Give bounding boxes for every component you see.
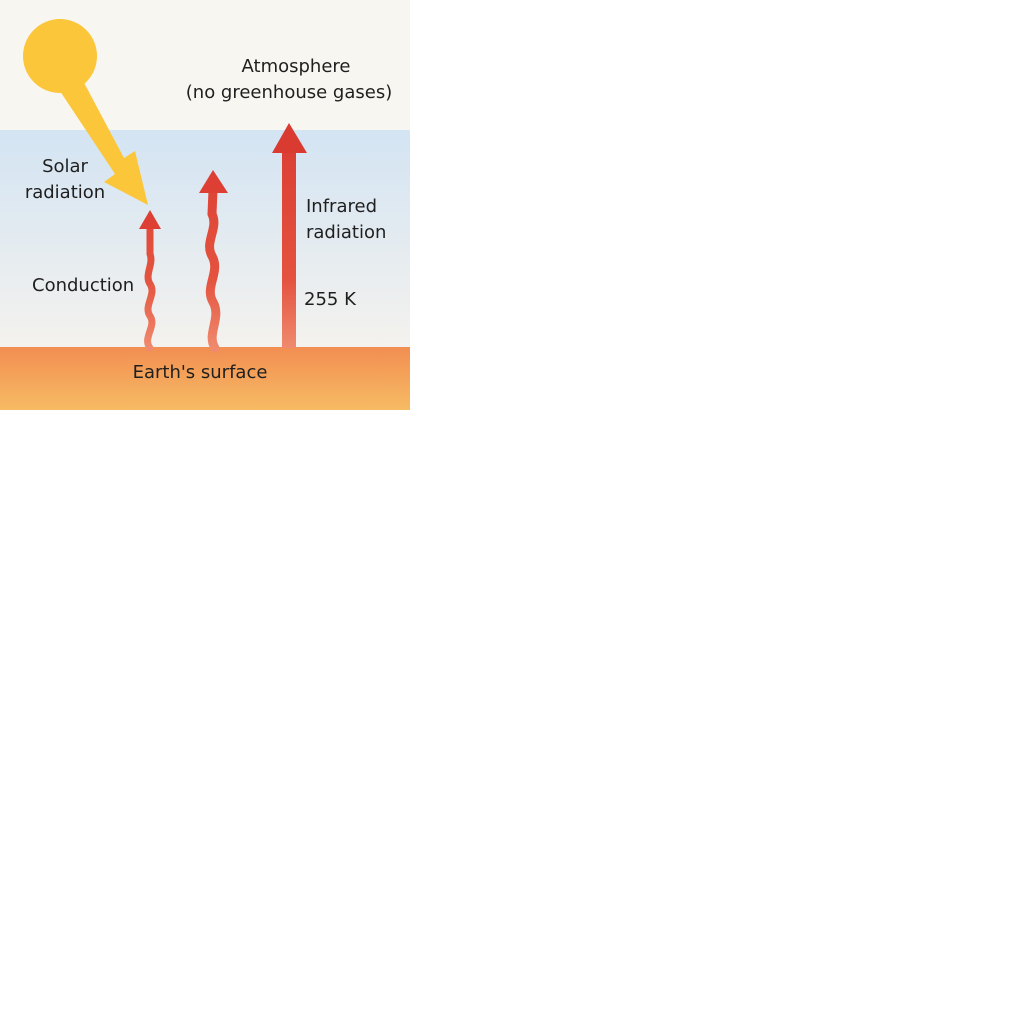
- convection-arrowhead: [199, 170, 228, 193]
- sun-icon: [23, 19, 97, 93]
- atmosphere-label-line2: (no greenhouse gases): [186, 82, 392, 103]
- infrared-radiation-label-line1: Infrared: [306, 196, 377, 217]
- conduction-arrowhead-left: [139, 210, 161, 229]
- solar-radiation-label-line2: radiation: [25, 182, 105, 203]
- infrared-arrowhead: [272, 123, 307, 153]
- convection-wavy-arrow: [205, 185, 221, 353]
- solar-radiation-label-line1: Solar: [42, 156, 88, 177]
- earth-surface-label: Earth's surface: [133, 362, 268, 383]
- temperature-label: 255 K: [304, 289, 357, 310]
- infrared-arrow-shaft: [282, 150, 296, 348]
- diagram-canvas: Atmosphere (no greenhouse gases) Solar r…: [0, 0, 410, 410]
- earth-surface-band: [0, 347, 410, 410]
- infrared-radiation-label-line2: radiation: [306, 222, 386, 243]
- conduction-wavy-arrow-left: [144, 222, 156, 352]
- atmosphere-label-line1: Atmosphere: [242, 56, 351, 77]
- solar-radiation-arrow: [50, 62, 148, 205]
- greenhouse-diagram: Atmosphere (no greenhouse gases) Solar r…: [0, 0, 410, 410]
- conduction-label: Conduction: [32, 275, 134, 296]
- lower-atmosphere-band: [0, 130, 410, 348]
